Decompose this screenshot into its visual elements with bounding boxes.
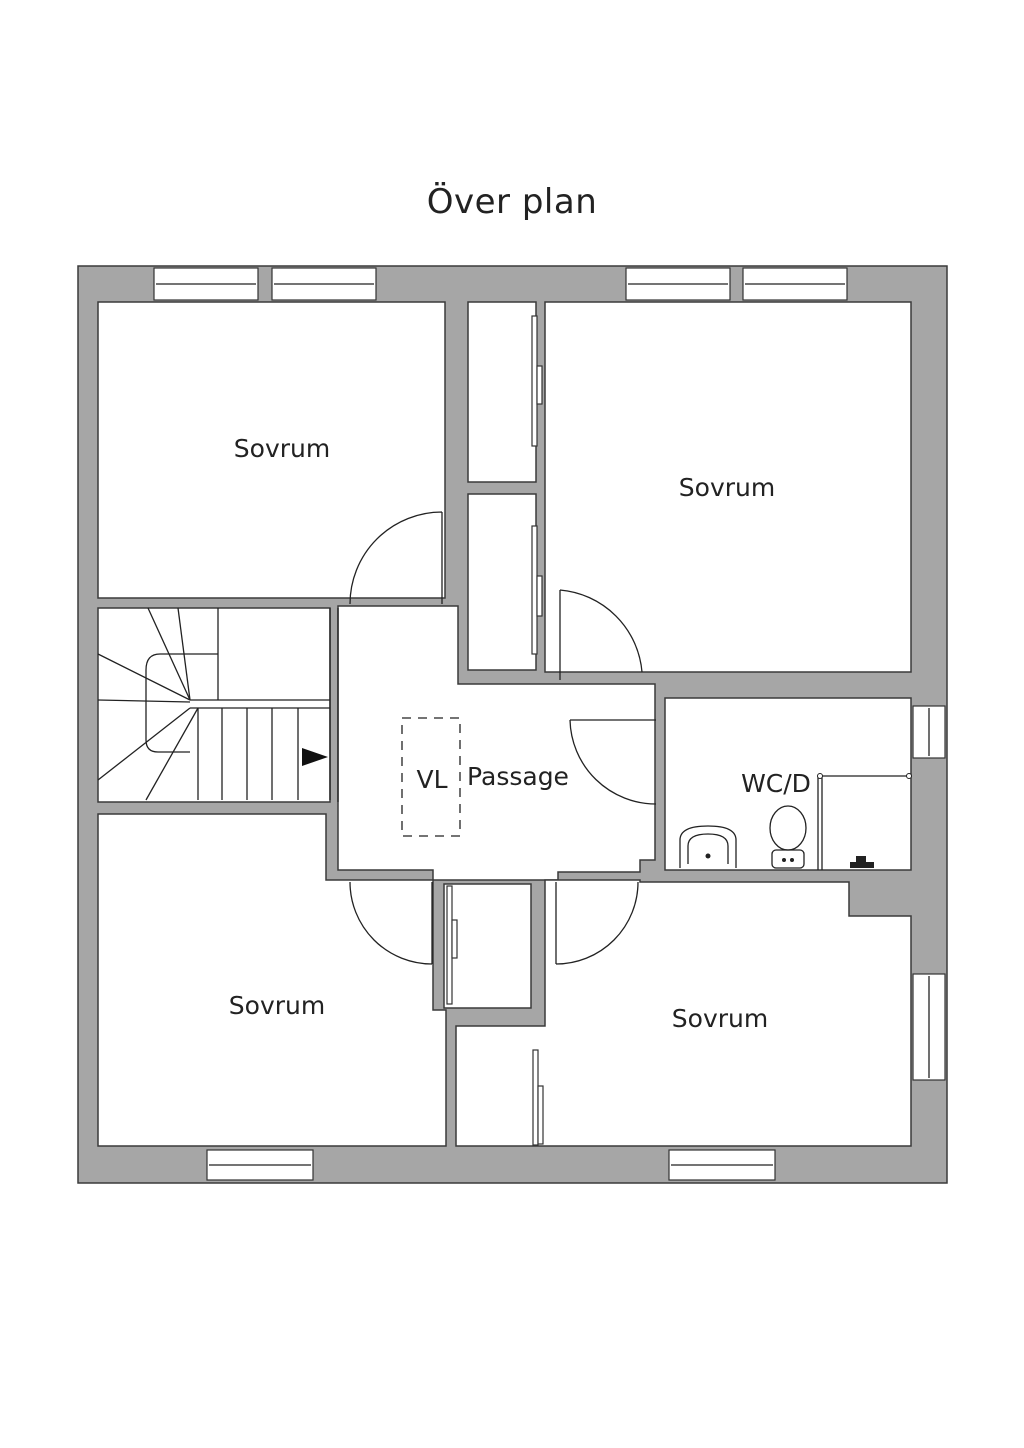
- room-stairwell: [97, 607, 331, 803]
- shower-screen: [817, 773, 912, 870]
- stair-direction-arrow-icon: [302, 748, 328, 766]
- room-bedroom-se: [455, 879, 912, 1147]
- room-passage: [337, 605, 656, 881]
- washbasin-icon: [679, 825, 737, 868]
- room-closet-ne-bottom: [467, 493, 537, 671]
- label-wc: WC/D: [741, 769, 811, 798]
- label-bedroom-se: Sovrum: [672, 1004, 768, 1033]
- plan-title: Över plan: [426, 182, 598, 222]
- room-bedroom-ne: [544, 301, 912, 673]
- room-bedroom-sw: [97, 813, 447, 1147]
- windows: [153, 267, 946, 1181]
- vl-dashed-area: [401, 717, 461, 837]
- label-passage: Passage: [467, 762, 569, 791]
- room-closet-sw: [443, 883, 532, 1009]
- door-swings: [349, 511, 657, 965]
- label-bedroom-sw: Sovrum: [229, 991, 325, 1020]
- label-bedroom-nw: Sovrum: [234, 434, 330, 463]
- wardrobe-doors: [446, 315, 544, 1146]
- staircase: [97, 607, 339, 802]
- room-wc: [664, 697, 912, 871]
- room-bedroom-nw: [97, 301, 446, 599]
- room-closet-ne-top: [467, 301, 537, 483]
- label-vl: VL: [416, 765, 447, 794]
- shower-mixer-icon: [850, 856, 874, 868]
- label-bedroom-ne: Sovrum: [679, 473, 775, 502]
- toilet-icon: [769, 805, 807, 869]
